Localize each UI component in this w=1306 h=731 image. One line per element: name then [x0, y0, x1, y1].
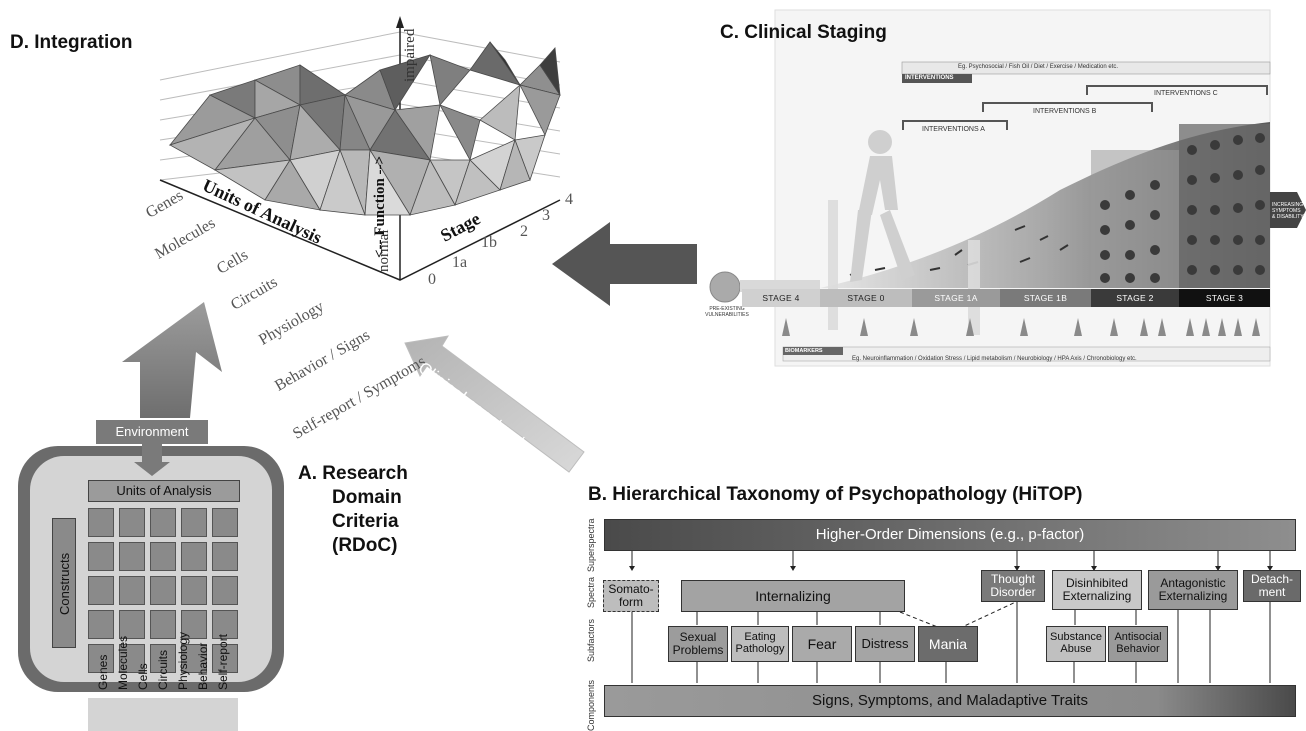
matrix-cell — [150, 542, 176, 571]
stage-0: STAGE 0 — [820, 289, 912, 307]
stage-tick: 0 — [428, 271, 436, 288]
biomarkers-label: BIOMARKERS — [785, 348, 823, 354]
matrix-cell — [212, 610, 238, 639]
spectrum-disinhibited: Disinhibited Externalizing — [1052, 570, 1142, 610]
matrix-cell — [119, 508, 145, 537]
level-spectra: Spectra — [586, 576, 596, 608]
subfactor-distress: Distress — [855, 626, 915, 662]
subfactor-substance: Substance Abuse — [1046, 626, 1106, 662]
matrix-cell — [150, 508, 176, 537]
matrix-cell — [119, 644, 145, 673]
biomarkers-examples: Eg. Neuroinflammation / Oxidation Stress… — [852, 356, 1137, 362]
panel-a-title-line: Criteria — [332, 511, 399, 532]
integration-surface-plot — [159, 16, 561, 281]
matrix-cell — [150, 644, 176, 673]
biomarker-markers — [782, 318, 1260, 336]
column-label: Cells — [136, 663, 150, 690]
rdoc-to-integration-arrow — [122, 302, 222, 418]
matrix-cell — [88, 508, 114, 537]
matrix-cell — [88, 610, 114, 639]
subfactor-sexual: Sexual Problems — [668, 626, 728, 662]
stage-tick: 2 — [520, 223, 528, 240]
matrix-cell — [88, 542, 114, 571]
environment-box: Environment — [115, 424, 189, 439]
stage-1a: STAGE 1A — [912, 289, 1000, 307]
level-subfactors: Subfactors — [586, 618, 596, 662]
matrix-cell — [88, 644, 114, 673]
hitop-connectors — [631, 550, 1271, 683]
stage-tick: 1b — [481, 234, 497, 251]
matrix-cell — [181, 644, 207, 673]
matrix-cell — [212, 508, 238, 537]
spectrum-thought-disorder: Thought Disorder — [981, 570, 1045, 602]
intervention-group-b: INTERVENTIONS B — [1033, 108, 1097, 115]
stage-tick: 1a — [452, 254, 468, 271]
stage-3: STAGE 3 — [1179, 289, 1270, 307]
matrix-cell — [150, 576, 176, 605]
matrix-cell — [119, 610, 145, 639]
matrix-cell — [150, 610, 176, 639]
units-of-analysis-box: Units of Analysis — [88, 480, 240, 502]
spectrum-detachment: Detach-ment — [1243, 570, 1301, 602]
stage-2: STAGE 2 — [1091, 289, 1179, 307]
stage-1b: STAGE 1B — [1000, 289, 1091, 307]
function-impaired-label: impaired — [402, 28, 418, 82]
panel-b-title: B. Hierarchical Taxonomy of Psychopathol… — [588, 484, 1083, 505]
matrix-cell — [88, 576, 114, 605]
matrix-cell — [181, 610, 207, 639]
matrix-cell — [119, 542, 145, 571]
walking-figure — [850, 130, 915, 282]
panel-a-title-line: (RDoC) — [332, 535, 398, 556]
panel-d-title: D. Integration — [10, 32, 133, 53]
constructs-box: Constructs — [52, 518, 76, 648]
stage-tick: 3 — [542, 207, 550, 224]
spectrum-somatoform: Somato-form — [603, 580, 659, 612]
panel-c-title: C. Clinical Staging — [720, 22, 887, 43]
panel-a-title-line: A. Research — [298, 463, 408, 484]
stage-tick: 4 — [565, 191, 573, 208]
matrix-cell — [212, 644, 238, 673]
matrix-cell — [181, 576, 207, 605]
intervention-group-c: INTERVENTIONS C — [1154, 90, 1218, 97]
column-label: Genes — [96, 654, 110, 690]
panel-a-title-line: Domain — [332, 487, 402, 508]
matrix-cell — [181, 542, 207, 571]
subfactor-antisocial: Antisocial Behavior — [1108, 626, 1168, 662]
spectrum-internalizing: Internalizing — [681, 580, 905, 612]
spectrum-antagonistic: Antagonistic Externalizing — [1148, 570, 1238, 610]
subfactor-eating: Eating Pathology — [731, 626, 789, 662]
matrix-cell — [212, 542, 238, 571]
matrix-cell — [212, 576, 238, 605]
subfactor-fear: Fear — [792, 626, 852, 662]
components-box: Signs, Symptoms, and Maladaptive Traits — [604, 685, 1296, 717]
rdoc-matrix — [88, 508, 238, 673]
subfactor-mania: Mania — [918, 626, 978, 662]
superspectrum-box: Higher-Order Dimensions (e.g., p-factor) — [604, 519, 1296, 551]
stage-pre: STAGE 4 — [742, 289, 820, 307]
matrix-cell — [119, 576, 145, 605]
interventions-examples: Eg. Psychosocial / Fish Oil / Diet / Exe… — [958, 64, 1119, 70]
column-label: Behavior — [196, 642, 210, 690]
level-components: Components — [586, 679, 596, 731]
increasing-label: INCREASING SYMPTOMS & DISABILITY — [1272, 202, 1304, 220]
clinical-construct-arrow — [404, 335, 585, 473]
level-superspectra: Superspectra — [586, 518, 596, 572]
panel-a-title: A. Research Domain Criteria (RDoC) — [298, 462, 408, 558]
column-label: Circuits — [156, 649, 170, 690]
column-label: Physiology — [176, 631, 190, 690]
constructs-label: Constructs — [57, 552, 72, 615]
pre-existing-label: PRE-EXISTING VULNERABILITIES — [705, 306, 749, 318]
function-normal-label: normal — [376, 229, 392, 273]
column-label: Molecules — [116, 635, 130, 690]
column-label: Self-report — [216, 633, 230, 690]
staging-to-integration-arrow — [552, 222, 697, 306]
matrix-cell — [181, 508, 207, 537]
interventions-label: INTERVENTIONS — [905, 75, 954, 81]
intervention-group-a: INTERVENTIONS A — [922, 126, 985, 133]
